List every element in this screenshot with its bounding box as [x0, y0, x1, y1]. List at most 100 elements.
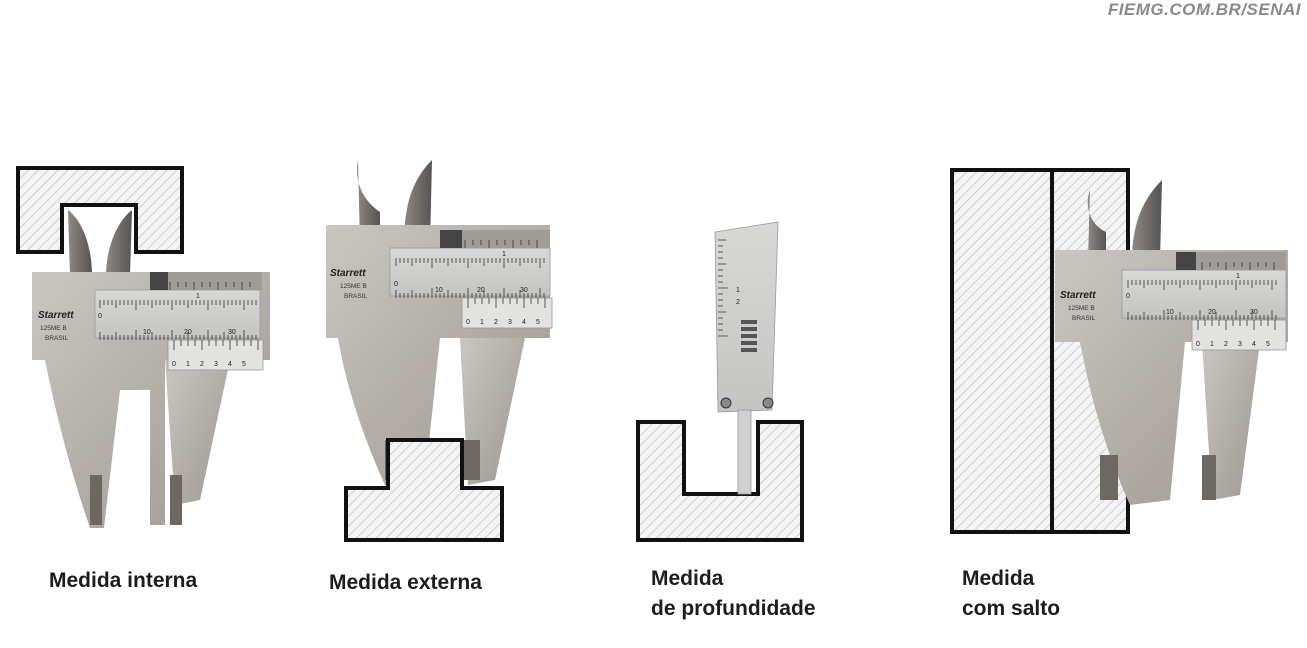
vernier-num-4: 4: [1252, 341, 1256, 348]
screw-right: [762, 397, 774, 409]
depth-rule-top: [440, 230, 550, 248]
vernier-num-3: 3: [1238, 341, 1242, 348]
depth-measurement-illustration: 1 2: [636, 221, 804, 542]
brand-label: Starrett: [330, 268, 366, 279]
jaw-tip-right: [1202, 455, 1216, 500]
scale-num-20: 20: [184, 329, 192, 336]
scale-num-10: 10: [1166, 309, 1174, 316]
scale-num-0: 0: [98, 313, 102, 320]
vernier-plate: [461, 297, 553, 329]
origin-label: BRASIL: [344, 293, 368, 300]
vernier-num-5: 5: [242, 361, 246, 368]
caliper-beam: [94, 289, 261, 339]
caption-medida-com-salto: Medida com salto: [962, 564, 1060, 624]
scale-num-30: 30: [520, 287, 528, 294]
depth-ruler-body: [714, 221, 779, 413]
caliper-beam: [1121, 269, 1287, 319]
vernier-num-3: 3: [214, 361, 218, 368]
brand-label: Starrett: [38, 310, 74, 321]
panel-medida-com-salto: Starrett 125ME B BRASIL 0 10 20 30 0 1 2…: [940, 0, 1307, 648]
workpiece-hatched: [636, 420, 804, 542]
jaw-tip-right: [460, 440, 480, 480]
external-measurement-illustration: Starrett 125ME B BRASIL 0 10 20 30 0 1 2…: [326, 160, 553, 542]
vernier-num-4: 4: [522, 319, 526, 326]
watermark: FIEMG.COM.BR/SENAI: [1107, 0, 1301, 19]
vernier-plate: [1191, 319, 1287, 351]
screw-left: [720, 397, 732, 409]
workpiece-hatched: [344, 438, 504, 542]
vernier-plate: [167, 339, 264, 371]
main-scale-ticks: [395, 240, 545, 298]
caption-line: Medida externa: [329, 571, 482, 594]
vernier-num-4: 4: [228, 361, 232, 368]
depth-num-1: 1: [736, 287, 740, 294]
internal-measurement-illustration: Starrett 125ME B BRASIL 0 10 20 30 0 1 2…: [16, 166, 270, 528]
caption-medida-interna: Medida interna: [49, 566, 197, 596]
jaw-tip-left: [90, 475, 102, 525]
origin-label: BRASIL: [45, 335, 69, 342]
inch-num-1: 1: [1236, 273, 1240, 280]
workpiece-block-left: [950, 168, 1054, 534]
scale-num-20: 20: [1208, 309, 1216, 316]
slide-dark-block: [150, 272, 168, 290]
caliper-movable-jaw: [1202, 342, 1260, 500]
upper-jaw-movable: [1132, 180, 1162, 260]
caption-line: de profundidade: [651, 597, 816, 620]
depth-ruler-ticks: [718, 239, 728, 337]
scale-num-0: 0: [394, 281, 398, 288]
main-scale-ticks: [99, 282, 257, 340]
vernier-num-5: 5: [536, 319, 540, 326]
depth-num-2: 2: [736, 299, 740, 306]
model-label: 125ME B: [1068, 305, 1095, 312]
upper-jaw-fixed: [356, 160, 380, 245]
vernier-ticks: [1197, 320, 1276, 330]
scale-num-30: 30: [1250, 309, 1258, 316]
model-label: 125ME B: [40, 325, 67, 332]
vernier-num-2: 2: [200, 361, 204, 368]
step-measurement-illustration: Starrett 125ME B BRASIL 0 10 20 30 0 1 2…: [950, 168, 1288, 534]
inch-num-1: 1: [196, 293, 200, 300]
caption-line: com salto: [962, 597, 1061, 620]
depth-rule-top: [1176, 252, 1286, 270]
slide-dark-block: [440, 230, 462, 248]
caption-line: Medida: [962, 567, 1035, 590]
jaw-tip-right: [170, 475, 182, 525]
vernier-num-5: 5: [1266, 341, 1270, 348]
caption-medida-profundidade: Medida de profundidade: [651, 564, 816, 624]
vernier-num-0: 0: [466, 319, 470, 326]
vernier-num-1: 1: [480, 319, 484, 326]
upper-jaw-fixed: [1087, 190, 1106, 260]
upper-jaw-movable: [404, 160, 432, 245]
panel-medida-interna: Starrett 125ME B BRASIL 0 10 20 30 0 1 2…: [0, 0, 300, 648]
depth-rod: [737, 409, 752, 495]
scale-num-0: 0: [1126, 293, 1130, 300]
caliper-movable-jaw: [165, 360, 230, 505]
vernier-num-2: 2: [494, 319, 498, 326]
vernier-num-0: 0: [1196, 341, 1200, 348]
inner-jaw-fixed: [68, 210, 92, 275]
scale-num-20: 20: [477, 287, 485, 294]
caption-medida-externa: Medida externa: [329, 568, 482, 598]
scale-num-30: 30: [228, 329, 236, 336]
panel-medida-profundidade: 1 2 Medida de profundidade: [620, 0, 920, 648]
inner-jaw-movable: [106, 210, 132, 275]
scale-num-10: 10: [143, 329, 151, 336]
vernier-num-3: 3: [508, 319, 512, 326]
depth-ruler-stamp: [741, 320, 757, 352]
caption-line: Medida: [651, 567, 724, 590]
slide-dark-block: [1176, 252, 1196, 270]
vernier-ticks: [173, 340, 259, 350]
origin-label: BRASIL: [1072, 315, 1096, 322]
caption-line: Medida interna: [49, 569, 198, 592]
vernier-num-0: 0: [172, 361, 176, 368]
scale-num-10: 10: [435, 287, 443, 294]
model-label: 125ME B: [340, 283, 367, 290]
vernier-num-1: 1: [186, 361, 190, 368]
panel-medida-externa: Starrett 125ME B BRASIL 0 10 20 30 0 1 2…: [300, 0, 600, 648]
inch-num-1: 1: [502, 251, 506, 258]
vernier-ticks: [467, 298, 546, 308]
vernier-num-1: 1: [1210, 341, 1214, 348]
brand-label: Starrett: [1060, 290, 1096, 301]
vernier-num-2: 2: [1224, 341, 1228, 348]
jaw-tip-left: [1100, 455, 1118, 500]
